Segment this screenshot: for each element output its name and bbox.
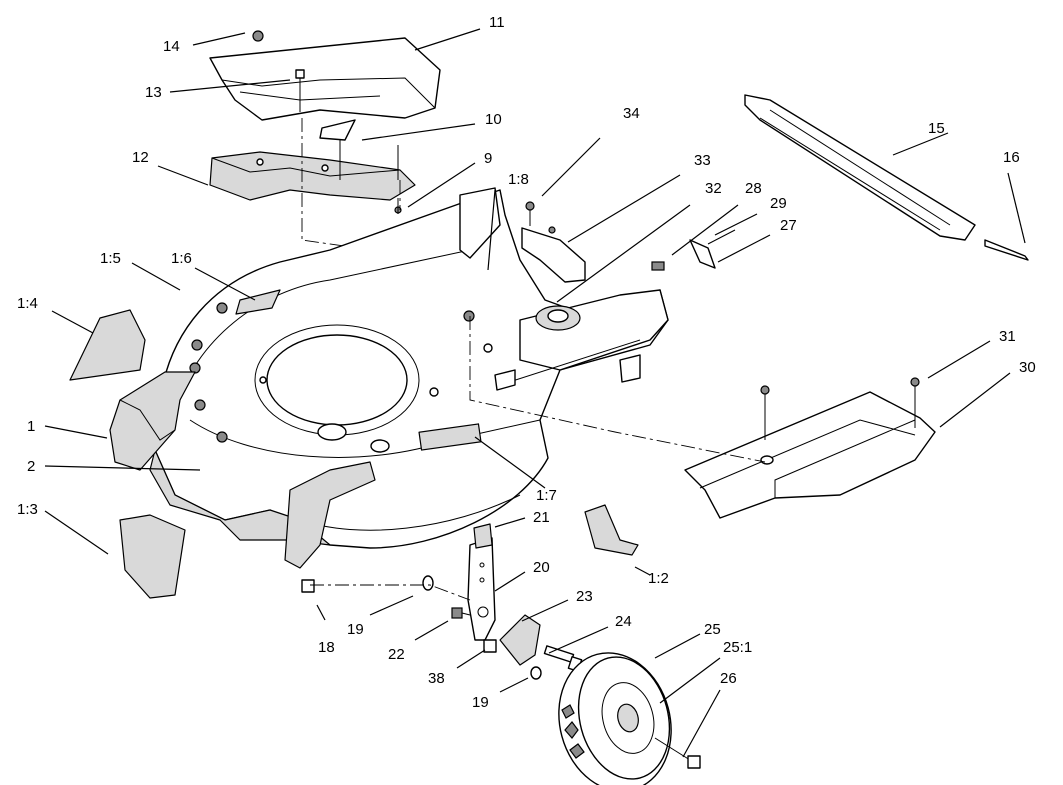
deflector-plate-part: [319, 119, 356, 141]
callout-15: 15: [928, 120, 945, 137]
screw-part-22: [451, 607, 471, 619]
height-adjuster-bracket-part: [467, 537, 496, 641]
callout-25-1: 25:1: [723, 639, 752, 656]
bolt-part-9: [394, 198, 402, 214]
callout-11: 11: [489, 14, 505, 31]
callout-27: 27: [780, 217, 797, 234]
callout-31: 31: [999, 328, 1016, 345]
callout-23: 23: [576, 588, 593, 605]
callout-1: 1: [27, 418, 35, 435]
callout-18: 18: [318, 639, 335, 656]
callout-34: 34: [623, 105, 640, 122]
washer-part-19b: [530, 666, 542, 680]
callout-21: 21: [533, 509, 550, 526]
callout-labels: 14 11 13 10 12 9 1:8 34 33 32 28 29 27 1…: [17, 14, 1036, 711]
nut-part-38: [483, 639, 497, 653]
mower-deck-part: [149, 189, 669, 549]
deflector-part-1-2: [584, 504, 639, 556]
callout-12: 12: [132, 149, 149, 166]
spring-clip-parts: [651, 229, 736, 271]
callout-1-6: 1:6: [171, 250, 192, 267]
clip-part-21: [473, 523, 493, 549]
deflector-part-1-3: [119, 514, 186, 599]
support-bracket-part-1-8: [459, 187, 501, 259]
callout-14: 14: [163, 38, 180, 55]
callout-1-7: 1:7: [536, 487, 557, 504]
callout-2: 2: [27, 458, 35, 475]
wheel-bracket-part: [499, 614, 541, 666]
mounting-bracket-part: [209, 140, 416, 201]
rear-handle-part: [744, 94, 976, 241]
callout-1-2: 1:2: [648, 570, 669, 587]
callout-20: 20: [533, 559, 550, 576]
callout-10: 10: [485, 111, 502, 128]
washer-part-19a: [422, 575, 434, 591]
callout-28: 28: [745, 180, 762, 197]
callout-38: 38: [428, 670, 445, 687]
callout-1-8: 1:8: [508, 171, 529, 188]
wheel-bolt-part-26: [654, 737, 701, 769]
callout-29: 29: [770, 195, 787, 212]
rod-part-16: [984, 239, 1029, 261]
callout-1-4: 1:4: [17, 295, 38, 312]
callout-26: 26: [720, 670, 737, 687]
callout-1-5: 1:5: [100, 250, 121, 267]
screw-part-14: [252, 30, 264, 42]
callout-22: 22: [388, 646, 405, 663]
callout-13: 13: [145, 84, 162, 101]
rear-bumper-part: [284, 461, 376, 569]
callout-1-3: 1:3: [17, 501, 38, 518]
front-bumper-part: [109, 371, 196, 471]
callout-33: 33: [694, 152, 711, 169]
callout-30: 30: [1019, 359, 1036, 376]
callout-19b: 19: [472, 694, 489, 711]
bolt-part-13: [295, 69, 305, 112]
cable-bracket-part: [521, 201, 586, 283]
callout-24: 24: [615, 613, 632, 630]
discharge-cover-part: [209, 37, 441, 121]
wheel-part: [558, 652, 672, 785]
callout-9: 9: [484, 150, 492, 167]
callout-32: 32: [705, 180, 722, 197]
callout-16: 16: [1003, 149, 1020, 166]
callout-19a: 19: [347, 621, 364, 638]
leader-lines: [44, 28, 1026, 758]
deflector-part-1-4: [69, 309, 146, 381]
height-adjust-linkage-part: [494, 289, 669, 391]
rear-cover-part: [684, 377, 936, 519]
nut-part-18: [301, 579, 315, 593]
callout-25: 25: [704, 621, 721, 638]
